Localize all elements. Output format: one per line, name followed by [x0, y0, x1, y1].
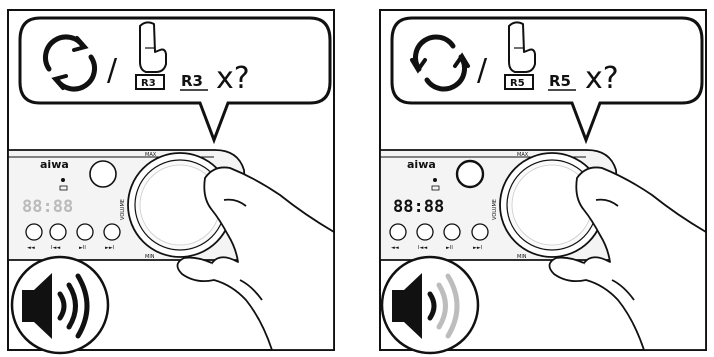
speaker-badge: [382, 257, 478, 353]
control-button[interactable]: [390, 224, 406, 240]
remote-button-label: R5: [510, 78, 525, 89]
mode-label: R5: [549, 72, 571, 90]
knob-max-label: MAX: [517, 152, 529, 158]
control-button[interactable]: [77, 224, 93, 240]
power-button[interactable]: [457, 161, 483, 187]
indicator-led: [433, 178, 437, 182]
brand-logo: aiwa: [407, 158, 436, 171]
mode-label: R3: [181, 72, 203, 90]
control-button[interactable]: [50, 224, 66, 240]
separator-slash: /: [107, 53, 118, 88]
button-label: ◄◄: [27, 245, 35, 251]
knob-min-label: MIN: [517, 254, 527, 260]
button-label: ►►I: [473, 245, 482, 251]
panel-left: aiwa 88:88 ◄◄ I◄◄ ►II ►►I MAX MIN VOLUME: [8, 10, 334, 353]
knob-max-label: MAX: [145, 152, 157, 158]
control-button[interactable]: [26, 224, 42, 240]
led-display: 88:88: [393, 197, 444, 217]
button-label: I◄◄: [418, 245, 427, 251]
knob-min-label: MIN: [145, 254, 155, 260]
button-label: ►►I: [105, 245, 114, 251]
button-label: ◄◄: [391, 245, 399, 251]
led-display: 88:88: [22, 197, 73, 217]
repeat-suffix: x?: [216, 61, 250, 96]
separator-slash: /: [477, 53, 488, 88]
button-label: ►II: [79, 245, 86, 251]
ring-label: VOLUME: [120, 199, 126, 220]
control-button[interactable]: [104, 224, 120, 240]
ring-label: VOLUME: [492, 199, 498, 220]
control-button[interactable]: [417, 224, 433, 240]
button-label: ►II: [446, 245, 453, 251]
speaker-badge: [12, 257, 108, 353]
control-button[interactable]: [472, 224, 488, 240]
repeat-suffix: x?: [585, 61, 619, 96]
panel-right: aiwa 88:88 ◄◄ I◄◄ ►II ►►I MAX MIN VOLUME: [380, 10, 706, 353]
indicator-led: [61, 178, 65, 182]
control-button[interactable]: [444, 224, 460, 240]
power-button[interactable]: [90, 161, 116, 187]
button-label: I◄◄: [51, 245, 60, 251]
brand-logo: aiwa: [40, 158, 69, 171]
remote-button-label: R3: [141, 78, 156, 89]
